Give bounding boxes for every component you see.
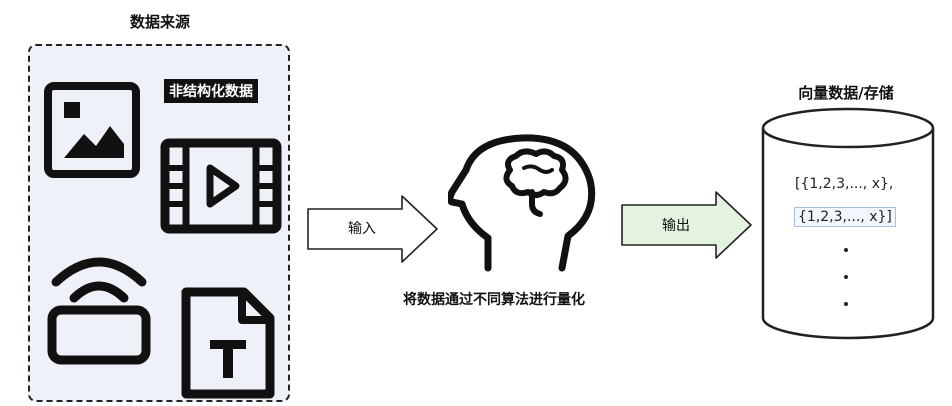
video-icon [160, 138, 282, 234]
image-icon [44, 82, 140, 178]
vector-line-1: [{1,2,3,..., x}, [795, 176, 894, 192]
input-arrow [306, 194, 440, 264]
output-arrow [620, 190, 754, 260]
process-caption: 将数据通过不同算法进行量化 [403, 292, 585, 308]
brain-head-icon [446, 134, 600, 272]
text-file-icon [180, 286, 276, 400]
unstructured-data-label: 非结构化数据 [164, 79, 258, 103]
ellipsis-dot-1 [844, 248, 848, 252]
ellipsis-dot-3 [844, 302, 848, 306]
vector-line-2: {1,2,3,..., x}] [794, 207, 896, 227]
output-arrow-label: 输出 [662, 218, 690, 234]
storage-title: 向量数据/存储 [798, 84, 894, 102]
database-cylinder-icon [760, 106, 936, 342]
audio-signal-icon [44, 238, 154, 366]
ellipsis-dot-2 [844, 275, 848, 279]
source-title: 数据来源 [129, 13, 190, 31]
input-arrow-label: 输入 [348, 221, 376, 237]
